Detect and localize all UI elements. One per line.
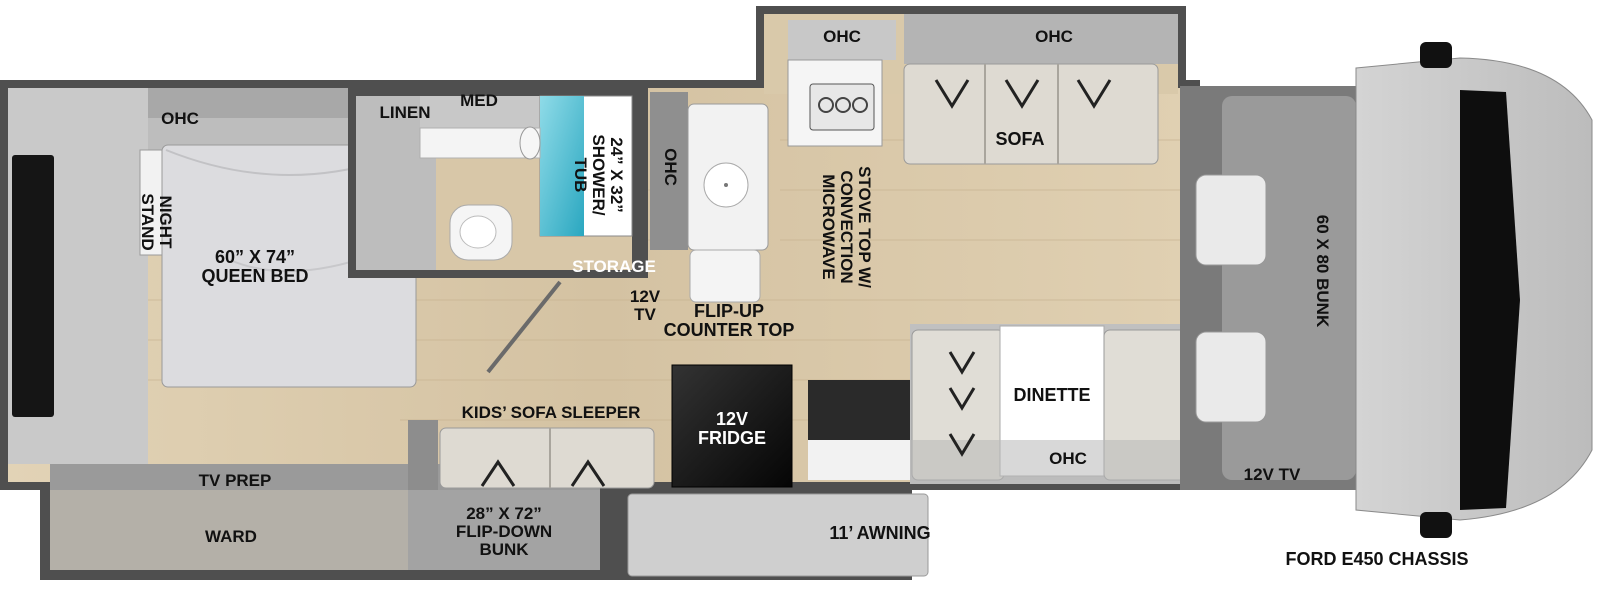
label-queen-bed: 60” X 74” QUEEN BED	[201, 247, 309, 286]
label-dinette: DINETTE	[1013, 385, 1091, 405]
label-tv-prep: TV PREP	[198, 471, 272, 490]
label-flip-up-counter: FLIP-UP COUNTER TOP	[663, 301, 795, 340]
wall-tv	[12, 155, 54, 417]
passenger-seat	[1195, 331, 1267, 423]
label-12v-tv-front: 12V TV	[1243, 465, 1301, 484]
label-ohc-galley: OHC	[661, 148, 680, 186]
entry-steps	[808, 380, 910, 480]
label-kids-sofa-sleeper: KIDS’ SOFA SLEEPER	[461, 403, 641, 422]
label-shower-tub: 24” X 32” SHOWER/ TUB	[571, 134, 626, 216]
label-ohc-kitchen: OHC	[823, 27, 861, 46]
mirror-right-icon	[1420, 512, 1452, 538]
label-ohc-sofa: OHC	[1035, 27, 1073, 46]
awning	[627, 493, 929, 577]
fridge	[671, 364, 793, 488]
shower-water	[540, 96, 584, 236]
flip-down-bunk	[408, 490, 600, 570]
label-chassis: FORD E450 CHASSIS	[1285, 549, 1469, 569]
sofa	[903, 63, 1159, 165]
cab-area	[1180, 86, 1356, 490]
windshield	[1460, 90, 1520, 510]
truck-front	[1355, 42, 1593, 538]
stove-top	[809, 83, 875, 131]
bathroom	[348, 88, 640, 278]
interior-walls	[348, 88, 648, 278]
bath-door	[486, 280, 562, 374]
dinette-slide	[910, 324, 1198, 484]
driver-seat	[1195, 174, 1267, 266]
bedroom	[8, 88, 600, 570]
label-linen: LINEN	[379, 103, 431, 122]
label-flip-down-bunk: 28” X 72” FLIP-DOWN BUNK	[455, 504, 553, 559]
wardrobe	[50, 490, 408, 570]
label-sofa: SOFA	[995, 129, 1045, 149]
label-ward: WARD	[205, 527, 257, 546]
label-ohc-dinette: OHC	[1049, 449, 1087, 468]
sofa-slide	[903, 14, 1178, 165]
galley	[650, 20, 896, 303]
label-12v-tv-mid: 12V TV	[629, 287, 661, 324]
label-med: MED	[460, 91, 498, 110]
kids-sofa-sleeper	[439, 427, 655, 489]
label-night-stand: NIGHT STAND	[138, 193, 175, 251]
label-60x80-bunk: 60 X 80 BUNK	[1313, 214, 1332, 328]
label-stove-top: STOVE TOP W/ CONVECTION MICROWAVE	[819, 166, 874, 288]
mirror-left-icon	[1420, 42, 1452, 68]
label-storage: STORAGE	[572, 257, 656, 276]
label-awning: 11’ AWNING	[829, 523, 931, 543]
label-fridge: 12V FRIDGE	[697, 409, 766, 448]
label-ohc-bedroom: OHC	[161, 109, 199, 128]
flip-up-counter	[689, 249, 761, 303]
